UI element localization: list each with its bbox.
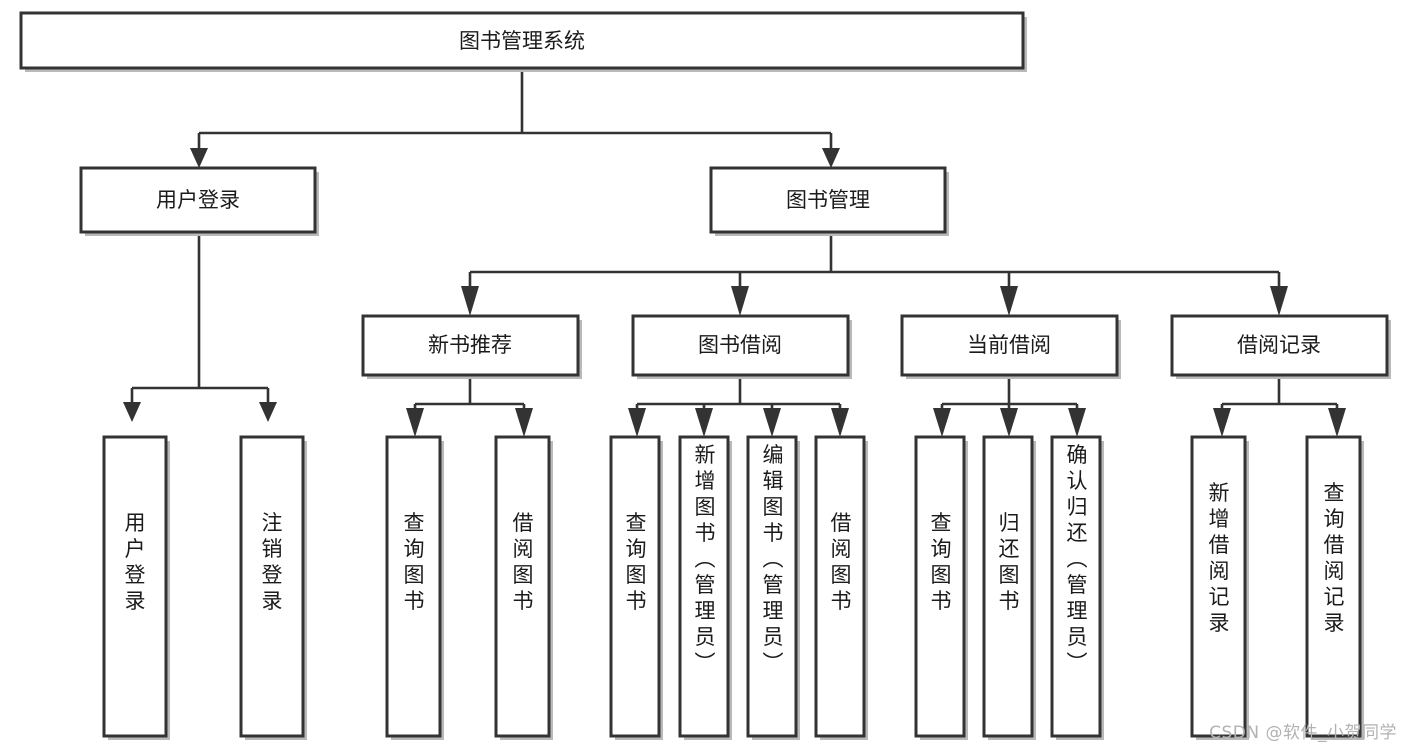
node-leaf-confirm-return-box [1050, 435, 1102, 738]
node-user-login-label: 用户登录 [156, 188, 240, 212]
node-book-borrow[interactable]: 图书借阅 [631, 314, 852, 379]
node-borrow-record-box [1170, 314, 1389, 377]
connector-new-book-recommend-trunk [413, 375, 526, 412]
node-leaf-edit-book-box [746, 435, 798, 738]
node-root-box [19, 11, 1025, 70]
connector-borrow-record-trunk [1220, 375, 1339, 412]
connector-current-borrow-trunk [940, 375, 1079, 412]
node-current-borrow[interactable]: 当前借阅 [900, 314, 1121, 379]
node-leaf-query-record[interactable]: 查询借阅记录 [1305, 435, 1364, 740]
node-leaf-query-record-label: 查询借阅记录 [1324, 481, 1345, 635]
node-leaf-confirm-return-label: 确认归还︵管理员︶ [1067, 443, 1088, 675]
node-leaf-user-logout-label: 注销登录 [262, 511, 283, 613]
node-current-borrow-box [900, 314, 1119, 377]
arrow-to-current-borrow [1000, 286, 1018, 316]
arrow-to-book-management [822, 148, 840, 168]
arrow-to-new-book-recommend [461, 286, 479, 316]
node-book-management-label: 图书管理 [786, 188, 870, 212]
node-leaf-user-logout[interactable]: 注销登录 [239, 435, 307, 740]
arrow-to-leaf-add-book [695, 408, 713, 437]
node-leaf-add-record[interactable]: 新增借阅记录 [1190, 435, 1249, 740]
node-new-book-recommend-box [361, 314, 580, 377]
node-current-borrow-label: 当前借阅 [967, 333, 1051, 357]
node-leaf-edit-book-label: 编辑图书︵管理员︶ [763, 443, 784, 675]
node-leaf-borrow-book-rec-box [494, 435, 551, 738]
arrow-to-leaf-user-login [123, 402, 141, 422]
arrow-to-leaf-edit-book [763, 408, 781, 437]
node-leaf-add-book-label: 新增图书︵管理员︶ [695, 443, 716, 675]
node-leaf-query-book-rec-box [385, 435, 442, 738]
node-leaf-confirm-return[interactable]: 确认归还︵管理员︶ [1050, 435, 1104, 740]
leaf-nodes-group: 用户登录 注销登录 查询图书 借阅图书 查询图书 [102, 435, 1364, 740]
node-book-borrow-label: 图书借阅 [698, 333, 782, 357]
node-user-login[interactable]: 用户登录 [79, 166, 319, 236]
node-leaf-query-book-bor-box [609, 435, 661, 738]
connector-user-login-trunk [130, 232, 270, 406]
node-new-book-recommend-label: 新书推荐 [428, 333, 512, 357]
node-book-management[interactable]: 图书管理 [709, 166, 949, 236]
arrow-to-leaf-borrow-book [831, 408, 849, 437]
node-leaf-query-book-rec[interactable]: 查询图书 [385, 435, 444, 740]
arrow-to-user-login [190, 148, 208, 168]
node-leaf-query-book-rec-label: 查询图书 [404, 511, 425, 613]
node-new-book-recommend[interactable]: 新书推荐 [361, 314, 582, 379]
node-leaf-user-login[interactable]: 用户登录 [102, 435, 170, 740]
node-leaf-user-login-box [102, 435, 168, 738]
node-leaf-add-record-label: 新增借阅记录 [1209, 481, 1230, 635]
arrow-to-leaf-query-book-rec [406, 408, 424, 437]
node-leaf-add-book[interactable]: 新增图书︵管理员︶ [678, 435, 732, 740]
node-leaf-add-record-box [1190, 435, 1247, 738]
node-leaf-return-book-box [982, 435, 1034, 738]
arrow-to-leaf-borrow-book-rec [515, 408, 533, 437]
arrow-to-book-borrow [731, 286, 749, 316]
node-borrow-record-label: 借阅记录 [1237, 333, 1321, 357]
node-leaf-query-book-cur[interactable]: 查询图书 [914, 435, 968, 740]
node-leaf-return-book[interactable]: 归还图书 [982, 435, 1036, 740]
node-leaf-query-book-bor[interactable]: 查询图书 [609, 435, 663, 740]
node-root[interactable]: 图书管理系统 [19, 11, 1027, 72]
node-leaf-borrow-book-rec-label: 借阅图书 [513, 511, 534, 613]
node-leaf-add-book-box [678, 435, 730, 738]
arrow-to-leaf-user-logout [259, 402, 277, 422]
connectors-group [123, 68, 1346, 437]
node-leaf-return-book-label: 归还图书 [999, 511, 1020, 613]
node-user-login-box [79, 166, 317, 234]
node-leaf-borrow-book-label: 借阅图书 [831, 511, 852, 613]
arrow-to-borrow-record [1270, 286, 1288, 316]
node-borrow-record[interactable]: 借阅记录 [1170, 314, 1391, 379]
arrow-to-leaf-query-record [1328, 408, 1346, 437]
node-leaf-user-login-label: 用户登录 [125, 511, 146, 613]
node-book-borrow-box [631, 314, 850, 377]
node-leaf-query-record-box [1305, 435, 1362, 738]
arrow-to-leaf-query-book-bor [628, 408, 646, 437]
node-leaf-user-logout-box [239, 435, 305, 738]
arrow-to-leaf-return-book [1000, 408, 1018, 437]
node-leaf-query-book-bor-label: 查询图书 [626, 511, 647, 613]
connector-root-trunk [197, 68, 833, 152]
arrow-to-leaf-query-book-cur [933, 408, 951, 437]
node-leaf-borrow-book-rec[interactable]: 借阅图书 [494, 435, 553, 740]
node-leaf-edit-book[interactable]: 编辑图书︵管理员︶ [746, 435, 800, 740]
node-leaf-borrow-book-box [814, 435, 866, 738]
node-leaf-borrow-book[interactable]: 借阅图书 [814, 435, 868, 740]
arrow-to-leaf-add-record [1213, 408, 1231, 437]
node-book-management-box [709, 166, 947, 234]
arrow-to-leaf-confirm-return [1068, 408, 1086, 437]
connector-book-management-trunk [468, 232, 1281, 290]
node-leaf-query-book-cur-box [914, 435, 966, 738]
node-root-label: 图书管理系统 [459, 29, 585, 53]
connector-book-borrow-trunk [635, 375, 842, 412]
node-leaf-query-book-cur-label: 查询图书 [931, 511, 952, 613]
